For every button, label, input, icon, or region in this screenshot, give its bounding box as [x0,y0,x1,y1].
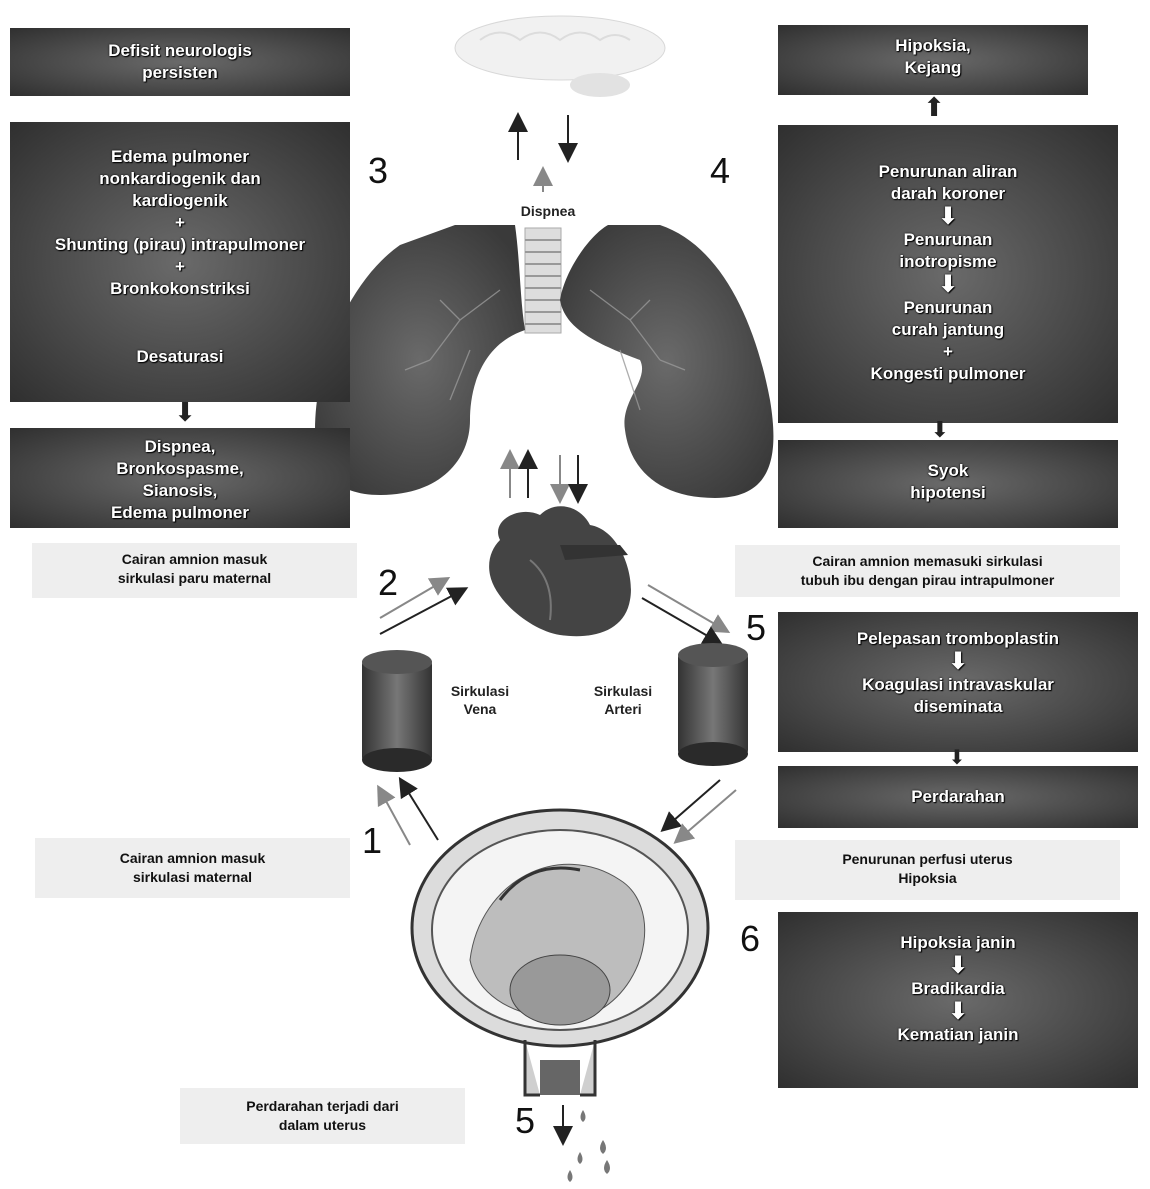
down-arrow-icon: ⬇ [778,1000,1138,1024]
hipoksia-kejang-box: Hipoksia,Kejang [778,25,1088,95]
tromboplastin-box: Pelepasan tromboplastin ⬇ Koagulasi intr… [778,612,1138,752]
vein-illustration [362,650,432,772]
step-number-6: 6 [740,918,760,960]
edema-pulmoner-box: Edema pulmoner nonkardiogenik dan kardio… [10,122,350,402]
penurunan-aliran-box: Penurunan aliran darah koroner ⬇ Penurun… [778,125,1118,423]
down-arrow-icon: ⬇ [173,398,197,426]
dispnea-bronkospasme-box: Dispnea, Bronkospasme, Sianosis, Edema p… [10,428,350,528]
step-number-5-arteri: 5 [746,607,766,649]
step-number-2: 2 [378,562,398,604]
step-number-3: 3 [368,150,388,192]
step-number-1: 1 [362,820,382,862]
blood-drops [568,1110,611,1182]
step-number-5-uterus: 5 [515,1100,535,1142]
hipoksia-janin-box: Hipoksia janin ⬇ Bradikardia ⬇ Kematian … [778,912,1138,1088]
step-number-4: 4 [710,150,730,192]
down-arrow-icon: ⬇ [945,748,969,768]
up-arrow-icon: ⬆ [922,93,946,121]
brain-illustration [455,16,665,97]
down-arrow-icon: ⬇ [778,954,1138,978]
down-arrow-icon: ⬇ [778,205,1118,229]
artery-illustration [678,643,748,766]
down-arrow-icon: ⬇ [778,273,1118,297]
trachea-illustration [525,228,561,333]
perdarahan-box: Perdarahan [778,766,1138,828]
down-arrow-icon: ⬇ [778,650,1138,674]
dispnea-label: Dispnea [498,202,598,220]
desaturasi-text: Desaturasi [10,346,350,368]
uterus-illustration [412,810,708,1095]
down-arrow-icon: ⬇ [928,418,952,442]
heart-illustration [489,506,631,636]
